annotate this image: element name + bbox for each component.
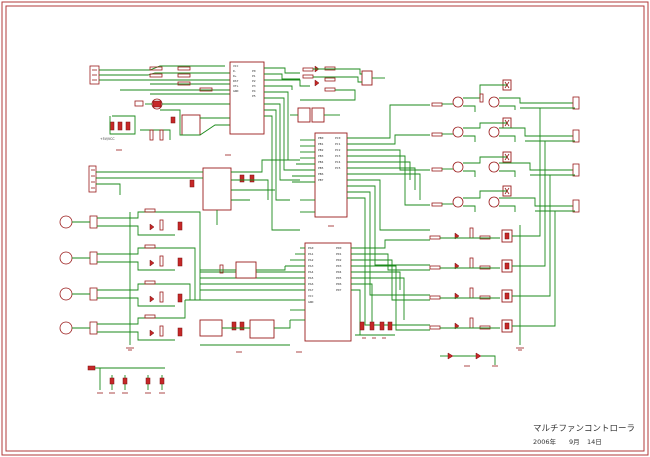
bottom-mid-ic — [199, 319, 291, 346]
svg-text:VCC: VCC — [233, 64, 239, 68]
central-ic-lower-wires — [200, 239, 430, 335]
svg-text:PD7: PD7 — [336, 288, 342, 292]
svg-text:GND: GND — [308, 300, 314, 304]
fan-ground-rail — [126, 212, 300, 351]
ground-symbols — [116, 149, 334, 353]
sheet-date-month: 9月 — [569, 438, 580, 446]
middle-left-ic — [189, 159, 300, 225]
bottom-right-leds — [440, 352, 498, 367]
svg-text:PB0: PB0 — [318, 136, 324, 140]
vcc-label: +5V/VCC — [100, 137, 115, 141]
driver-stage-3 — [431, 151, 575, 177]
sheet-date-day: 14日 — [587, 438, 602, 446]
fan-channel-3 — [59, 280, 191, 307]
crystal-oscillator — [134, 98, 230, 110]
small-ic-top — [140, 109, 230, 141]
top-resistors — [149, 66, 213, 92]
right-output-connectors — [520, 96, 580, 213]
mid-transistor-pair — [290, 107, 340, 123]
svg-text:VCC: VCC — [308, 294, 314, 298]
top-left-wires — [99, 65, 230, 95]
svg-text:GND: GND — [233, 89, 239, 93]
svg-text:P2: P2 — [252, 79, 256, 83]
central-ic-upper-wires — [292, 104, 430, 326]
pwm-stage-1 — [429, 108, 541, 243]
svg-text:PA6: PA6 — [308, 282, 314, 286]
svg-text:PA3: PA3 — [308, 264, 314, 268]
fan-channel-4 — [59, 300, 186, 341]
sheet-border-inner — [5, 5, 645, 452]
top-middle-parts — [300, 65, 385, 101]
svg-text:PD0: PD0 — [336, 246, 342, 250]
usb-connector — [88, 165, 190, 195]
svg-text:PB7: PB7 — [318, 178, 324, 182]
svg-text:RST: RST — [233, 79, 239, 83]
svg-text:PB6: PB6 — [318, 172, 324, 176]
svg-text:PD6: PD6 — [336, 282, 342, 286]
svg-text:PB1: PB1 — [318, 142, 324, 146]
pwm-stage-2 — [429, 141, 546, 273]
regulator-ic — [200, 261, 286, 279]
lower-ic-caps — [355, 321, 395, 339]
svg-text:PB4: PB4 — [318, 160, 324, 164]
top-mcu-right-wires — [264, 67, 310, 231]
pwm-ground-rail — [516, 225, 524, 351]
svg-text:P1: P1 — [252, 74, 256, 78]
svg-text:PB3: PB3 — [318, 154, 324, 158]
svg-text:PA2: PA2 — [308, 258, 314, 262]
svg-text:PC4: PC4 — [335, 160, 341, 164]
svg-text:XTL: XTL — [233, 84, 239, 88]
svg-text:PC1: PC1 — [335, 142, 341, 146]
svg-text:PD2: PD2 — [336, 258, 342, 262]
driver-stage-1 — [431, 79, 575, 112]
svg-text:PC3: PC3 — [335, 154, 341, 158]
svg-text:P4: P4 — [252, 89, 256, 93]
svg-text:PD1: PD1 — [336, 252, 342, 256]
svg-text:P0: P0 — [252, 69, 256, 73]
bottom-left-power — [87, 365, 165, 394]
fan-channel-1 — [59, 208, 201, 300]
pwm-stage-4 — [429, 211, 556, 333]
svg-text:PA4: PA4 — [308, 270, 314, 274]
svg-text:D-: D- — [233, 69, 237, 73]
svg-text:PC0: PC0 — [335, 136, 341, 140]
fan-channel-2 — [59, 244, 196, 300]
svg-text:PB5: PB5 — [318, 166, 324, 170]
left-caps: +5V/VCC — [100, 115, 136, 141]
svg-text:PC5: PC5 — [335, 166, 341, 170]
svg-text:PA5: PA5 — [308, 276, 314, 280]
svg-text:PC2: PC2 — [335, 148, 341, 152]
svg-text:PD3: PD3 — [336, 264, 342, 268]
sheet-date-year: 2006年 — [533, 437, 557, 446]
svg-text:PD5: PD5 — [336, 276, 342, 280]
svg-text:D+: D+ — [233, 74, 237, 78]
pwm-stage-3 — [429, 175, 551, 303]
central-ic-lower: PA0 PA1 PA2 PA3 PA4 PA5 PA6 PA7 VCC GND … — [304, 242, 352, 342]
central-ic-upper: PB0 PB1 PB2 PB3 PB4 PB5 PB6 PB7 PC0 PC1 … — [314, 132, 348, 218]
svg-text:PA1: PA1 — [308, 252, 314, 256]
svg-text:PA0: PA0 — [308, 246, 314, 250]
svg-text:P3: P3 — [252, 84, 256, 88]
svg-text:PB2: PB2 — [318, 148, 324, 152]
top-left-connector — [89, 65, 100, 85]
svg-text:P5: P5 — [252, 94, 256, 98]
svg-text:PA7: PA7 — [308, 288, 314, 292]
driver-stage-4 — [431, 185, 575, 212]
driver-stage-2 — [431, 117, 575, 142]
sheet-title: マルチファンコントローラ — [533, 424, 635, 434]
top-mcu-ic: VCC D- D+ RST XTL GND P0 P1 P2 P3 P4 P5 — [229, 61, 265, 135]
svg-text:PD4: PD4 — [336, 270, 342, 274]
